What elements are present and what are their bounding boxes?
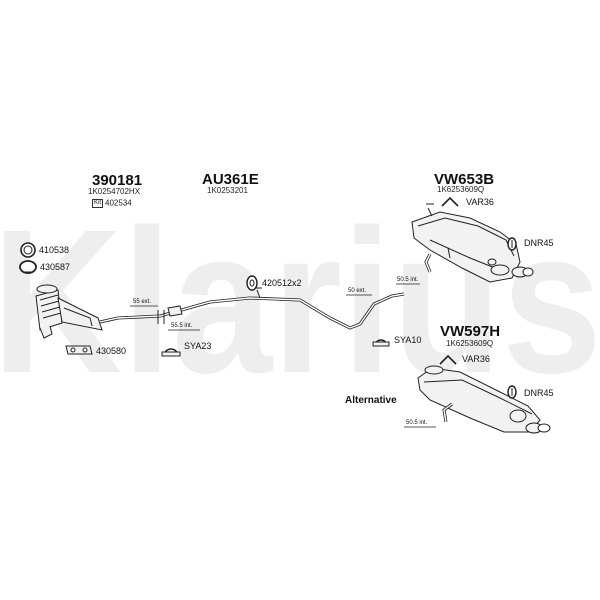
dpf-oem-number: 1K0254702HX [88,187,141,196]
kit-badge: Kit [92,199,104,208]
rubber-mount-420512 [246,275,258,291]
clamp-sya23-label[interactable]: SYA23 [184,341,212,351]
dim-50-5-int-alt: 50.5 int. [406,420,428,426]
clamp-sya23 [161,348,181,357]
dim-55-5-int: 55.5 int. [171,323,193,329]
mount-dnr45-alt [507,385,517,399]
mount-dnr45-top [507,237,517,251]
ring-gasket-410538 [20,242,36,258]
rear-box-oem-number: 1K6253609Q [437,185,485,194]
rubber-mount-420512-label[interactable]: 420512x2 [262,278,302,288]
clamp-sya10 [372,339,390,347]
hanger-var36-alt-label[interactable]: VAR36 [462,354,490,364]
dpf-kit-code[interactable]: 402534 [105,198,132,208]
dpf-part-code[interactable]: 390181 [92,172,143,189]
rear-silencer-vw653b [411,203,534,283]
mount-dnr45-alt-label[interactable]: DNR45 [524,388,554,398]
flange-gasket-430580 [65,345,93,355]
mount-dnr45-top-label[interactable]: DNR45 [524,238,554,248]
clamp-sya10-label[interactable]: SYA10 [394,335,422,345]
ring-clamp-430587 [19,260,37,274]
alternative-label: Alternative [345,395,397,406]
alt-silencer-vw597h [417,365,551,434]
dim-50-ext: 50 ext. [348,288,367,294]
hanger-var36-alt [439,354,457,365]
hanger-var36-top [441,196,459,207]
gasket-410538-label[interactable]: 410538 [39,245,70,255]
alt-box-part-code[interactable]: VW597H [440,323,501,340]
front-pipe-part-code[interactable]: AU361E [202,171,259,188]
front-pipe-oem-number: 1K0253201 [207,186,248,195]
dim-50-5-int-top: 50.5 int. [397,277,419,283]
dpf-catalyst [35,284,103,339]
hanger-var36-top-label[interactable]: VAR36 [466,197,494,207]
dim-55-ext: 55 ext. [133,299,152,305]
flange-gasket-430580-label[interactable]: 430580 [96,346,127,356]
rear-box-part-code[interactable]: VW653B [434,171,495,188]
alt-box-oem-number: 1K6253609Q [446,339,494,348]
clamp-430587-label[interactable]: 430587 [40,262,71,272]
